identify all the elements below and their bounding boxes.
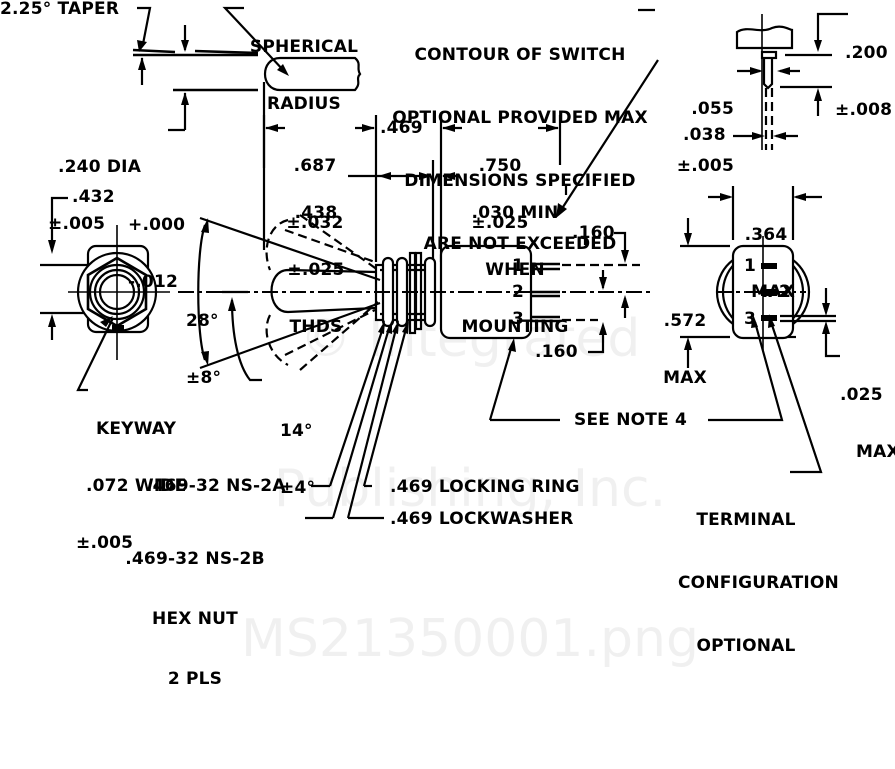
top-dimensions xyxy=(262,115,568,262)
mount-clearance-mounting: MOUNTING xyxy=(461,317,569,337)
terminal-config-line-2: CONFIGURATION xyxy=(678,573,839,593)
lever-diameter-value: .240 DIA xyxy=(58,157,142,177)
contour-note-line-1: CONTOUR OF SWITCH xyxy=(414,45,626,65)
terminal-config-label: TERMINAL CONFIGURATION OPTIONAL xyxy=(678,468,839,699)
spherical-radius-line-1: SPHERICAL xyxy=(249,37,359,57)
side-view xyxy=(178,214,650,520)
bushing-length-label: .469 xyxy=(380,118,423,138)
lever-length-value: .687 xyxy=(293,156,337,176)
thread-length-label: .438 ±.025 THDS xyxy=(286,166,346,375)
terminal-number-2: 2 xyxy=(512,282,525,302)
locking-ring-label: .469 LOCKING RING xyxy=(390,477,580,497)
body-height-value: .572 xyxy=(663,311,707,331)
lever-angle-value: 14° xyxy=(280,421,313,441)
lockwasher-label: .469 LOCKWASHER xyxy=(390,509,574,529)
terminal-width-tolerance: ±.005 xyxy=(676,156,734,176)
technical-drawing: © Integrated Publishing, Inc. MS21350001… xyxy=(0,0,895,689)
body-length-value: .750 xyxy=(478,156,522,176)
terminal-width-label: .055 ±.005 xyxy=(672,62,734,214)
nut-tolerance-plus: +.000 xyxy=(128,215,186,235)
keyway-tolerance: ±.005 xyxy=(76,533,134,553)
terminal-detail xyxy=(733,12,848,150)
thread-2a-label: .469-32 NS-2A xyxy=(146,476,286,496)
nut-tolerance-label: +.000 -.012 xyxy=(128,178,185,330)
contour-note-line-2: OPTIONAL PROVIDED MAX xyxy=(392,108,648,128)
terminal-length-label: .200 ±.008 xyxy=(835,6,892,158)
throw-angle-label: 28° ±8° xyxy=(186,274,221,426)
end-width-value: .364 xyxy=(744,225,788,245)
lever-angle-tolerance: ±4° xyxy=(280,478,316,498)
thread-2b-qty: 2 PLS xyxy=(167,669,223,689)
keyway-title: KEYWAY xyxy=(96,419,177,439)
mount-clearance-value: .030 MIN xyxy=(471,203,559,223)
contour-leader xyxy=(562,59,659,208)
terminal-length-value: .200 xyxy=(845,43,888,63)
body-height-label: .572 MAX xyxy=(655,274,715,426)
thread-length-thds: THDS xyxy=(289,317,343,337)
end-view xyxy=(680,186,840,474)
thread-2b-value: .469-32 NS-2B xyxy=(125,549,265,569)
contour-note: CONTOUR OF SWITCH OPTIONAL PROVIDED MAX … xyxy=(390,3,650,297)
thread-2b-label: .469-32 NS-2B HEX NUT 2 PLS xyxy=(115,509,275,729)
body-length-tolerance: ±.025 xyxy=(471,213,529,233)
lever-length-label: .687 ±.032 xyxy=(280,119,350,271)
front-view xyxy=(40,196,170,392)
terminal-thickness-label: .038 xyxy=(683,125,726,145)
spherical-radius-label: SPHERICAL RADIUS xyxy=(244,0,364,152)
throw-angle-value: 28° xyxy=(186,311,219,331)
nut-tolerance-minus: -.012 xyxy=(128,272,178,292)
keyway-width: .072 WIDE xyxy=(86,476,187,496)
terminal-spacing-top-label: .160 xyxy=(572,223,615,243)
see-note-label: SEE NOTE 4 xyxy=(574,410,688,430)
terminal-config-line-3: OPTIONAL xyxy=(696,636,796,656)
nut-across-flats-label: .432 xyxy=(72,187,115,207)
terminal-width-value: .055 xyxy=(691,99,734,119)
lever-tip-detail xyxy=(132,6,362,168)
keyway-label: KEYWAY .072 WIDE ±.005 xyxy=(76,382,186,591)
thread-length-value: .438 xyxy=(294,203,338,223)
lever-angle-label: 14° ±4° xyxy=(280,384,315,536)
contour-note-line-4: ARE NOT EXCEEDED xyxy=(423,234,617,254)
end-width-max: MAX xyxy=(751,282,795,302)
end-terminal-number-2: 2 xyxy=(779,282,792,302)
body-height-max: MAX xyxy=(663,368,707,388)
terminal-offset-max: MAX xyxy=(856,442,895,462)
terminal-offset-value: .025 xyxy=(840,385,883,405)
end-terminal-number-1: 1 xyxy=(744,256,757,276)
terminal-number-1: 1 xyxy=(512,256,525,276)
throw-angle-tolerance: ±8° xyxy=(186,368,222,388)
terminal-offset-label: .025 MAX xyxy=(840,348,895,500)
drawing-lines xyxy=(40,6,848,520)
terminal-length-tolerance: ±.008 xyxy=(835,100,893,120)
lever-diameter-label: .240 DIA ±.005 xyxy=(48,120,141,272)
terminal-number-3: 3 xyxy=(512,309,525,329)
end-width-label: .364 MAX xyxy=(736,188,796,340)
thread-length-tolerance: ±.025 xyxy=(287,260,345,280)
body-length-label: .750 ±.025 xyxy=(462,119,538,271)
end-terminal-number-3: 3 xyxy=(744,309,757,329)
contour-note-line-3: DIMENSIONS SPECIFIED xyxy=(404,171,636,191)
lever-diameter-tolerance: ±.005 xyxy=(48,214,106,234)
lever-length-tolerance: ±.032 xyxy=(286,213,344,233)
taper-label: 2.25° TAPER xyxy=(0,0,120,19)
terminal-config-line-1: TERMINAL xyxy=(696,510,796,530)
thread-2b-hex-nut: HEX NUT xyxy=(152,609,238,629)
mount-clearance-when: WHEN xyxy=(485,260,545,280)
mount-clearance-label: .030 MIN WHEN MOUNTING xyxy=(460,166,570,375)
terminal-spacing-bottom-label: .160 xyxy=(535,342,578,362)
spherical-radius-line-2: RADIUS xyxy=(267,94,341,114)
